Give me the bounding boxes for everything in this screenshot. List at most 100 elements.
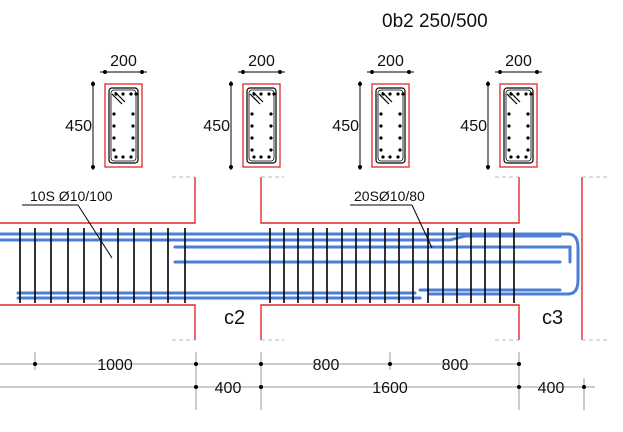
rebar-dot xyxy=(114,155,118,159)
rebar-dot xyxy=(526,112,530,116)
section-outline xyxy=(104,83,143,168)
rebar-dot xyxy=(131,124,135,128)
rebar-dot xyxy=(509,92,513,96)
rebar-dot xyxy=(267,155,271,159)
rebar-dot xyxy=(131,148,135,152)
dim-tick xyxy=(535,70,539,74)
section-stirrup-inner xyxy=(110,89,137,162)
rebar-dot xyxy=(112,124,116,128)
rebar-dot xyxy=(398,124,402,128)
rebar-dot xyxy=(131,136,135,140)
rebar-dot xyxy=(250,112,254,116)
section-stirrup-inner xyxy=(377,89,404,162)
rebar-dot xyxy=(507,136,511,140)
rebar-dot xyxy=(526,148,530,152)
rebar-dot xyxy=(112,112,116,116)
rebar-dot xyxy=(507,124,511,128)
section-stirrup-inner xyxy=(505,89,532,162)
rebar-dot xyxy=(516,155,520,159)
dim-tick xyxy=(370,70,374,74)
stirrup-note-mid: 20SØ10/80 xyxy=(354,188,425,204)
section-width-label: 200 xyxy=(505,53,532,70)
rebar-dot xyxy=(379,136,383,140)
stirrups xyxy=(19,228,515,303)
rebar-dot xyxy=(131,112,135,116)
section-stirrup-inner xyxy=(248,89,275,162)
dimension-ticks xyxy=(33,362,586,389)
column-label-c3: c3 xyxy=(542,307,563,329)
rebar-dot xyxy=(379,112,383,116)
rebar-dot xyxy=(269,136,273,140)
dim-tick xyxy=(229,82,233,86)
rebar-dot xyxy=(112,136,116,140)
rebar-dot xyxy=(396,92,400,96)
section-outline xyxy=(371,83,410,168)
rebar-dot xyxy=(526,136,530,140)
rebar-dot xyxy=(507,112,511,116)
rebar-dot xyxy=(134,92,138,96)
cross-section: 200 450 xyxy=(65,53,147,170)
rebar-dot xyxy=(379,124,383,128)
rebar-dot xyxy=(129,92,133,96)
dim-tick xyxy=(358,165,362,169)
rebar-dot xyxy=(509,155,513,159)
rebar-dot xyxy=(398,136,402,140)
rebar-dot xyxy=(398,112,402,116)
section-height-label: 450 xyxy=(203,118,230,135)
rebar-dot xyxy=(250,148,254,152)
dim-tick xyxy=(407,70,411,74)
beam-outline xyxy=(0,177,583,340)
column-dash-lines xyxy=(172,176,610,341)
section-height-label: 450 xyxy=(460,118,487,135)
note-leaders xyxy=(22,204,433,259)
dim-tick xyxy=(91,165,95,169)
rebar-dot xyxy=(129,155,133,159)
section-stirrup xyxy=(246,87,277,164)
rebar-dot xyxy=(388,92,392,96)
stirrup-hook xyxy=(249,93,261,105)
rebar-dot xyxy=(272,92,276,96)
section-width-label: 200 xyxy=(248,53,275,70)
cross-section: 200 450 xyxy=(460,53,542,170)
dim-400-b: 400 xyxy=(538,380,565,397)
cross-section: 200 450 xyxy=(203,53,285,170)
rebar-dot xyxy=(381,92,385,96)
rebar-dot xyxy=(259,155,263,159)
rebar-dot xyxy=(381,155,385,159)
rebar-dot xyxy=(507,148,511,152)
rebar-dot xyxy=(524,155,528,159)
section-height-label: 450 xyxy=(332,118,359,135)
dim-800-a: 800 xyxy=(313,357,340,374)
dim-1600: 1600 xyxy=(372,380,408,397)
dim-tick xyxy=(140,70,144,74)
rebar-dot xyxy=(379,148,383,152)
rebar-dot xyxy=(267,92,271,96)
section-stirrup xyxy=(375,87,406,164)
rebar-dot xyxy=(250,124,254,128)
dim-tick xyxy=(229,165,233,169)
section-height-label: 450 xyxy=(65,118,92,135)
rebar-dot xyxy=(529,92,533,96)
rebar-dot xyxy=(269,124,273,128)
rebar-dot xyxy=(401,92,405,96)
rebar-dot xyxy=(396,155,400,159)
rebar-dot xyxy=(250,136,254,140)
top-bar-1 xyxy=(0,232,580,296)
dim-tick xyxy=(486,165,490,169)
section-outline xyxy=(242,83,281,168)
rebar-dot xyxy=(121,92,125,96)
stirrup-hook xyxy=(378,93,390,105)
rebar-dot xyxy=(252,92,256,96)
section-outline xyxy=(499,83,538,168)
dim-1000: 1000 xyxy=(97,357,133,374)
section-width-label: 200 xyxy=(110,53,137,70)
section-stirrup xyxy=(108,87,139,164)
rebar-dot xyxy=(388,155,392,159)
stirrup-note-end: 10S Ø10/100 xyxy=(30,188,113,204)
stirrup-hook xyxy=(506,93,518,105)
dim-tick xyxy=(241,70,245,74)
rebar-dot xyxy=(121,155,125,159)
drawing-title: 0b2 250/500 xyxy=(382,11,488,32)
